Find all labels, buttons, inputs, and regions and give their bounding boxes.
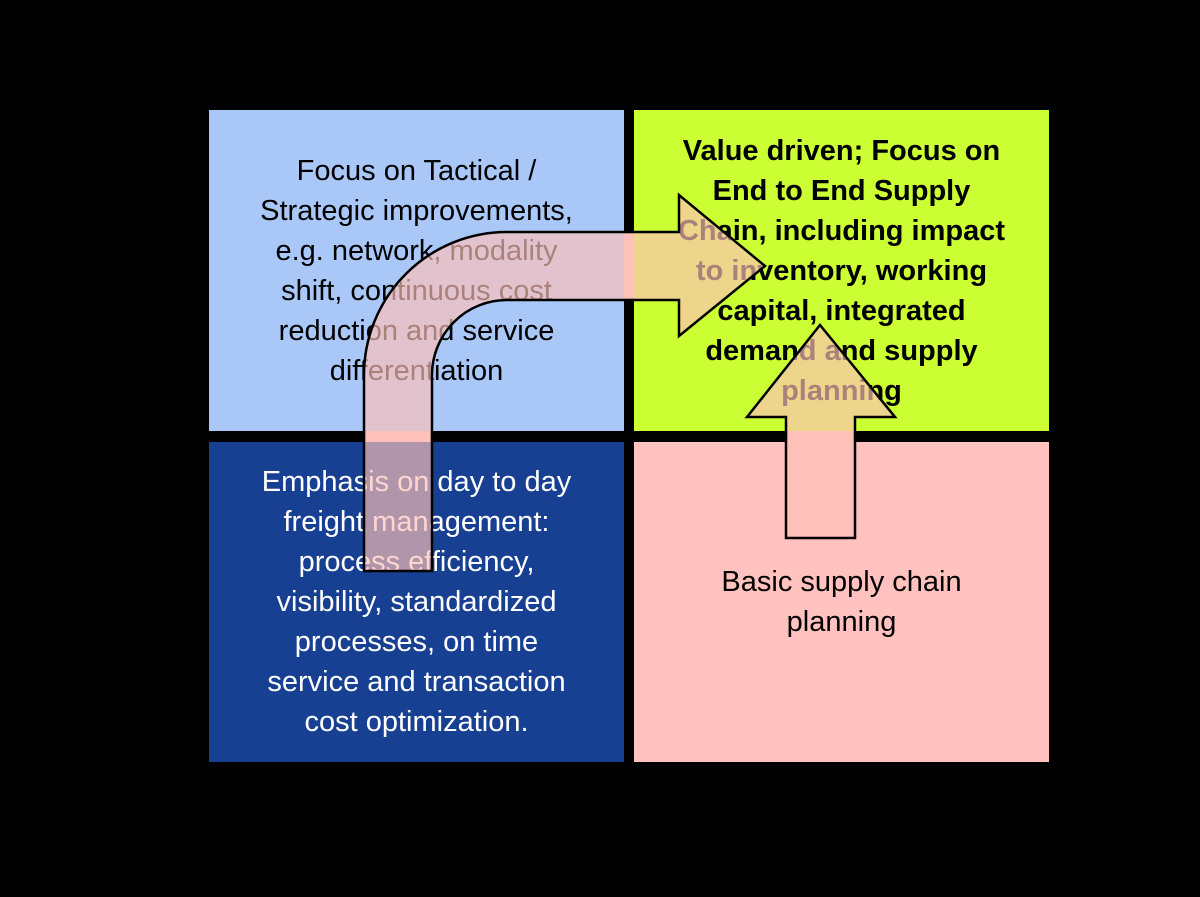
- text-line: demand and supply: [705, 334, 978, 367]
- text-line: Focus on Tactical /: [296, 154, 537, 187]
- quadrant-bottom-right: Basic supply chain planning: [634, 442, 1049, 762]
- text-line: service and transaction: [267, 666, 566, 698]
- text-line: planning: [781, 374, 902, 407]
- text-line: Emphasis on day to day: [261, 466, 572, 498]
- quadrant-top-right: Value driven; Focus on End to End Supply…: [634, 110, 1049, 431]
- text-line: e.g. network, modality: [275, 234, 558, 267]
- text-line: freight management:: [283, 506, 550, 538]
- text-line: Strategic improvements,: [260, 194, 573, 227]
- text-line: process efficiency,: [298, 546, 535, 578]
- quadrant-bottom-left-text: Emphasis on day to day freight managemen…: [209, 462, 624, 742]
- text-line: visibility, standardized: [276, 586, 557, 618]
- quadrant-top-left-text: Focus on Tactical / Strategic improvemen…: [209, 151, 624, 391]
- text-line: End to End Supply: [712, 174, 971, 207]
- quadrant-top-right-text: Value driven; Focus on End to End Supply…: [634, 131, 1049, 411]
- text-line: processes, on time: [294, 626, 539, 658]
- text-line: Chain, including impact: [677, 214, 1006, 247]
- quadrant-top-left: Focus on Tactical / Strategic improvemen…: [209, 110, 624, 431]
- text-line: differentiation: [329, 354, 504, 387]
- text-line: Value driven; Focus on: [682, 134, 1001, 167]
- text-line: capital, integrated: [717, 294, 966, 327]
- text-line: Basic supply chain: [721, 566, 962, 598]
- quadrant-bottom-right-text: Basic supply chain planning: [634, 562, 1049, 642]
- text-line: shift, continuous cost: [281, 274, 552, 307]
- text-line: cost optimization.: [304, 706, 529, 738]
- text-line: planning: [786, 606, 897, 638]
- quadrant-bottom-left: Emphasis on day to day freight managemen…: [209, 442, 624, 762]
- text-line: reduction and service: [278, 314, 555, 347]
- text-line: to inventory, working: [695, 254, 988, 287]
